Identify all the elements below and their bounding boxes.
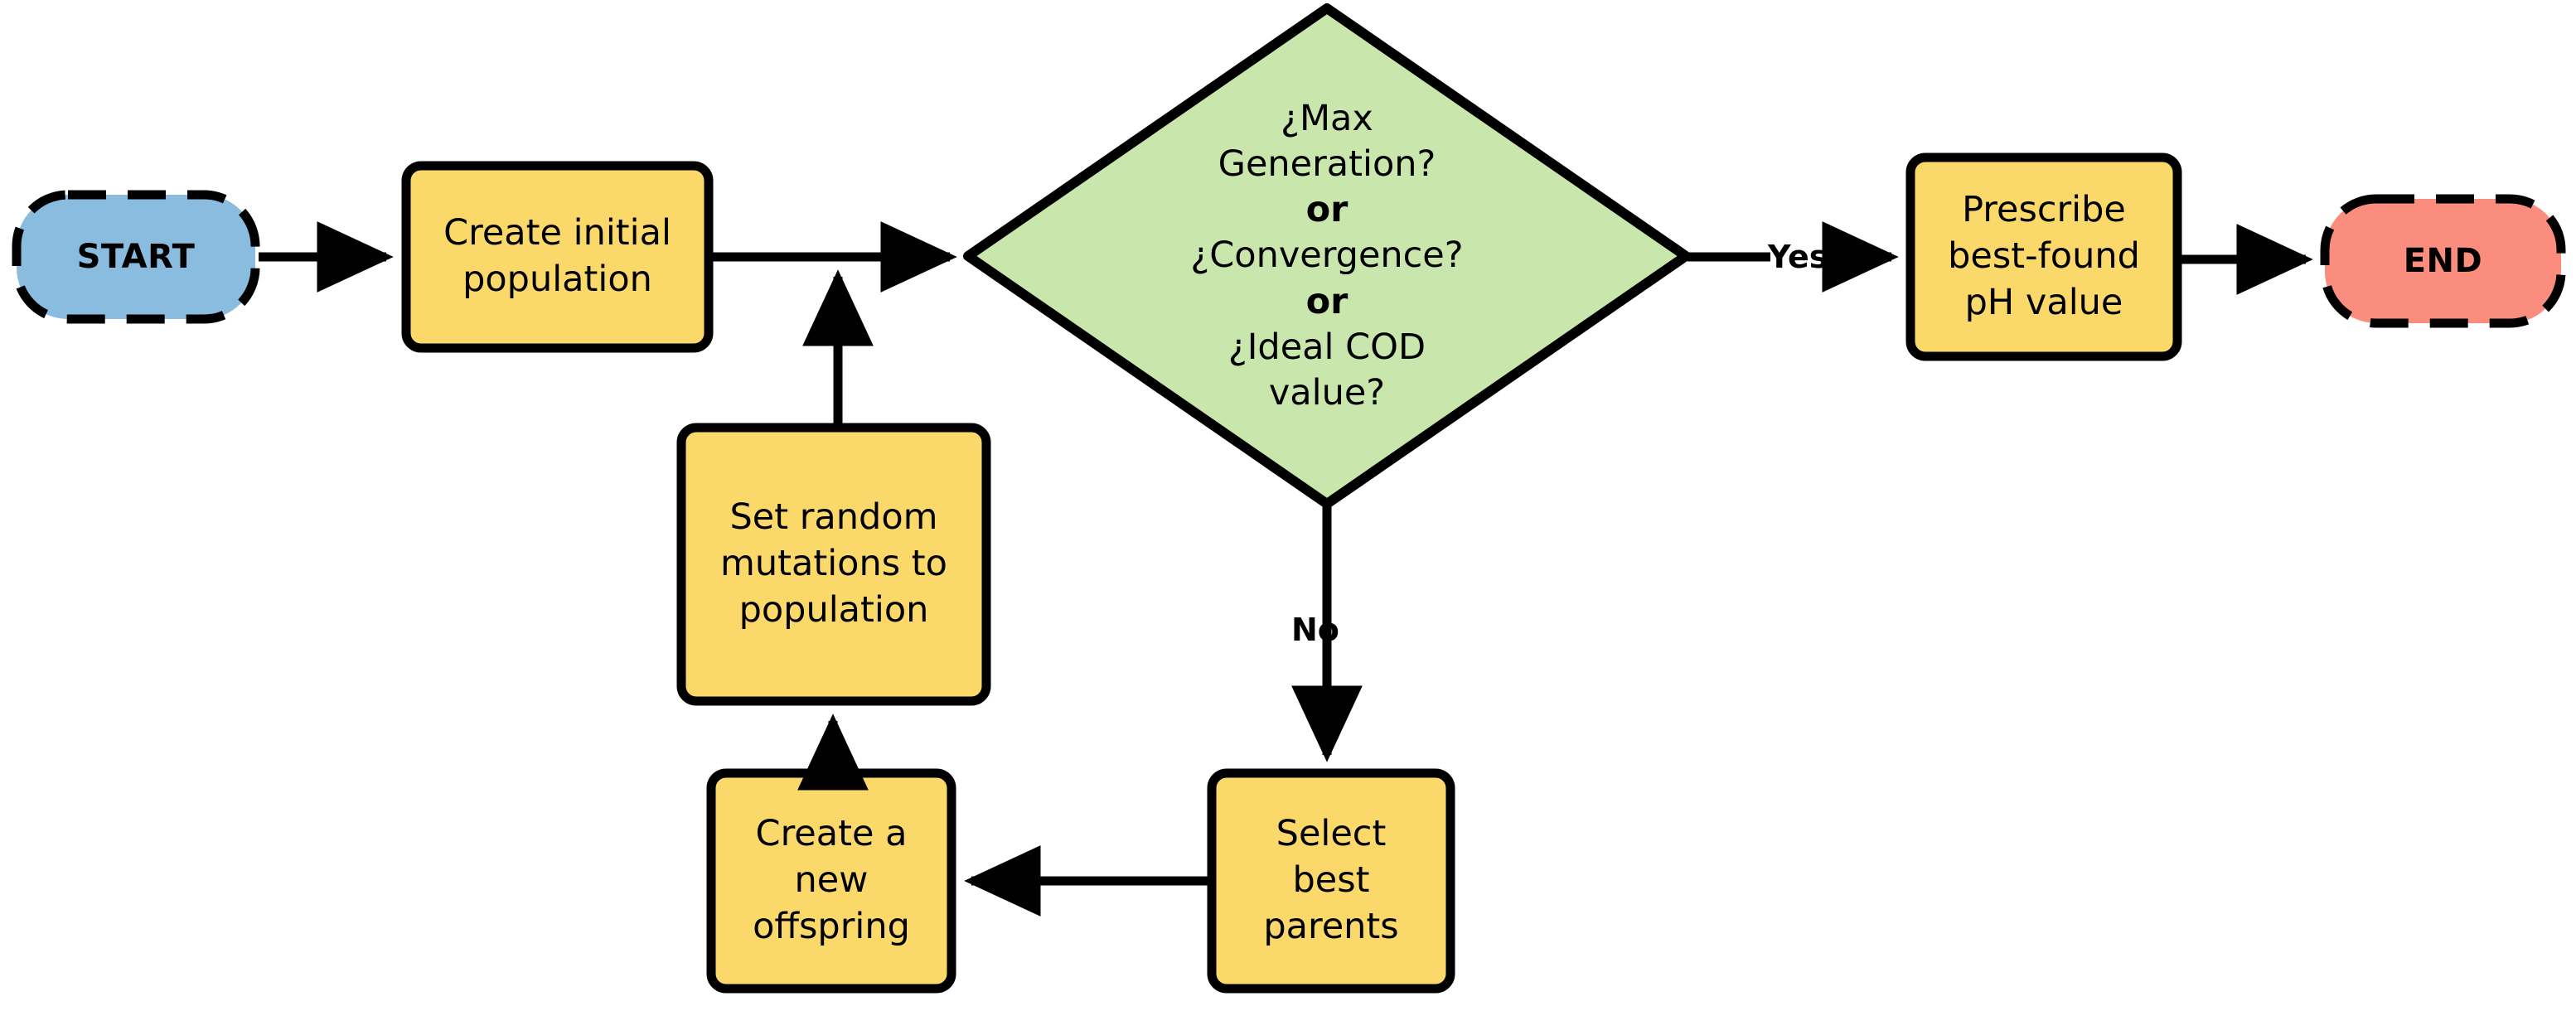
node-decision-shape[interactable] xyxy=(963,3,1691,509)
node-select-best-parents-shape[interactable] xyxy=(1207,768,1455,994)
node-prescribe-ph-shape[interactable] xyxy=(1905,152,2182,361)
node-set-random-mutations-shape[interactable] xyxy=(676,423,991,706)
edge-label-no: No xyxy=(1291,612,1339,648)
node-create-initial-population-shape[interactable] xyxy=(401,161,714,353)
node-create-new-offspring-shape[interactable] xyxy=(706,768,956,994)
node-end-shape[interactable] xyxy=(2320,194,2566,328)
node-start-shape[interactable] xyxy=(12,190,260,324)
edge-label-yes: Yes xyxy=(1768,239,1828,275)
